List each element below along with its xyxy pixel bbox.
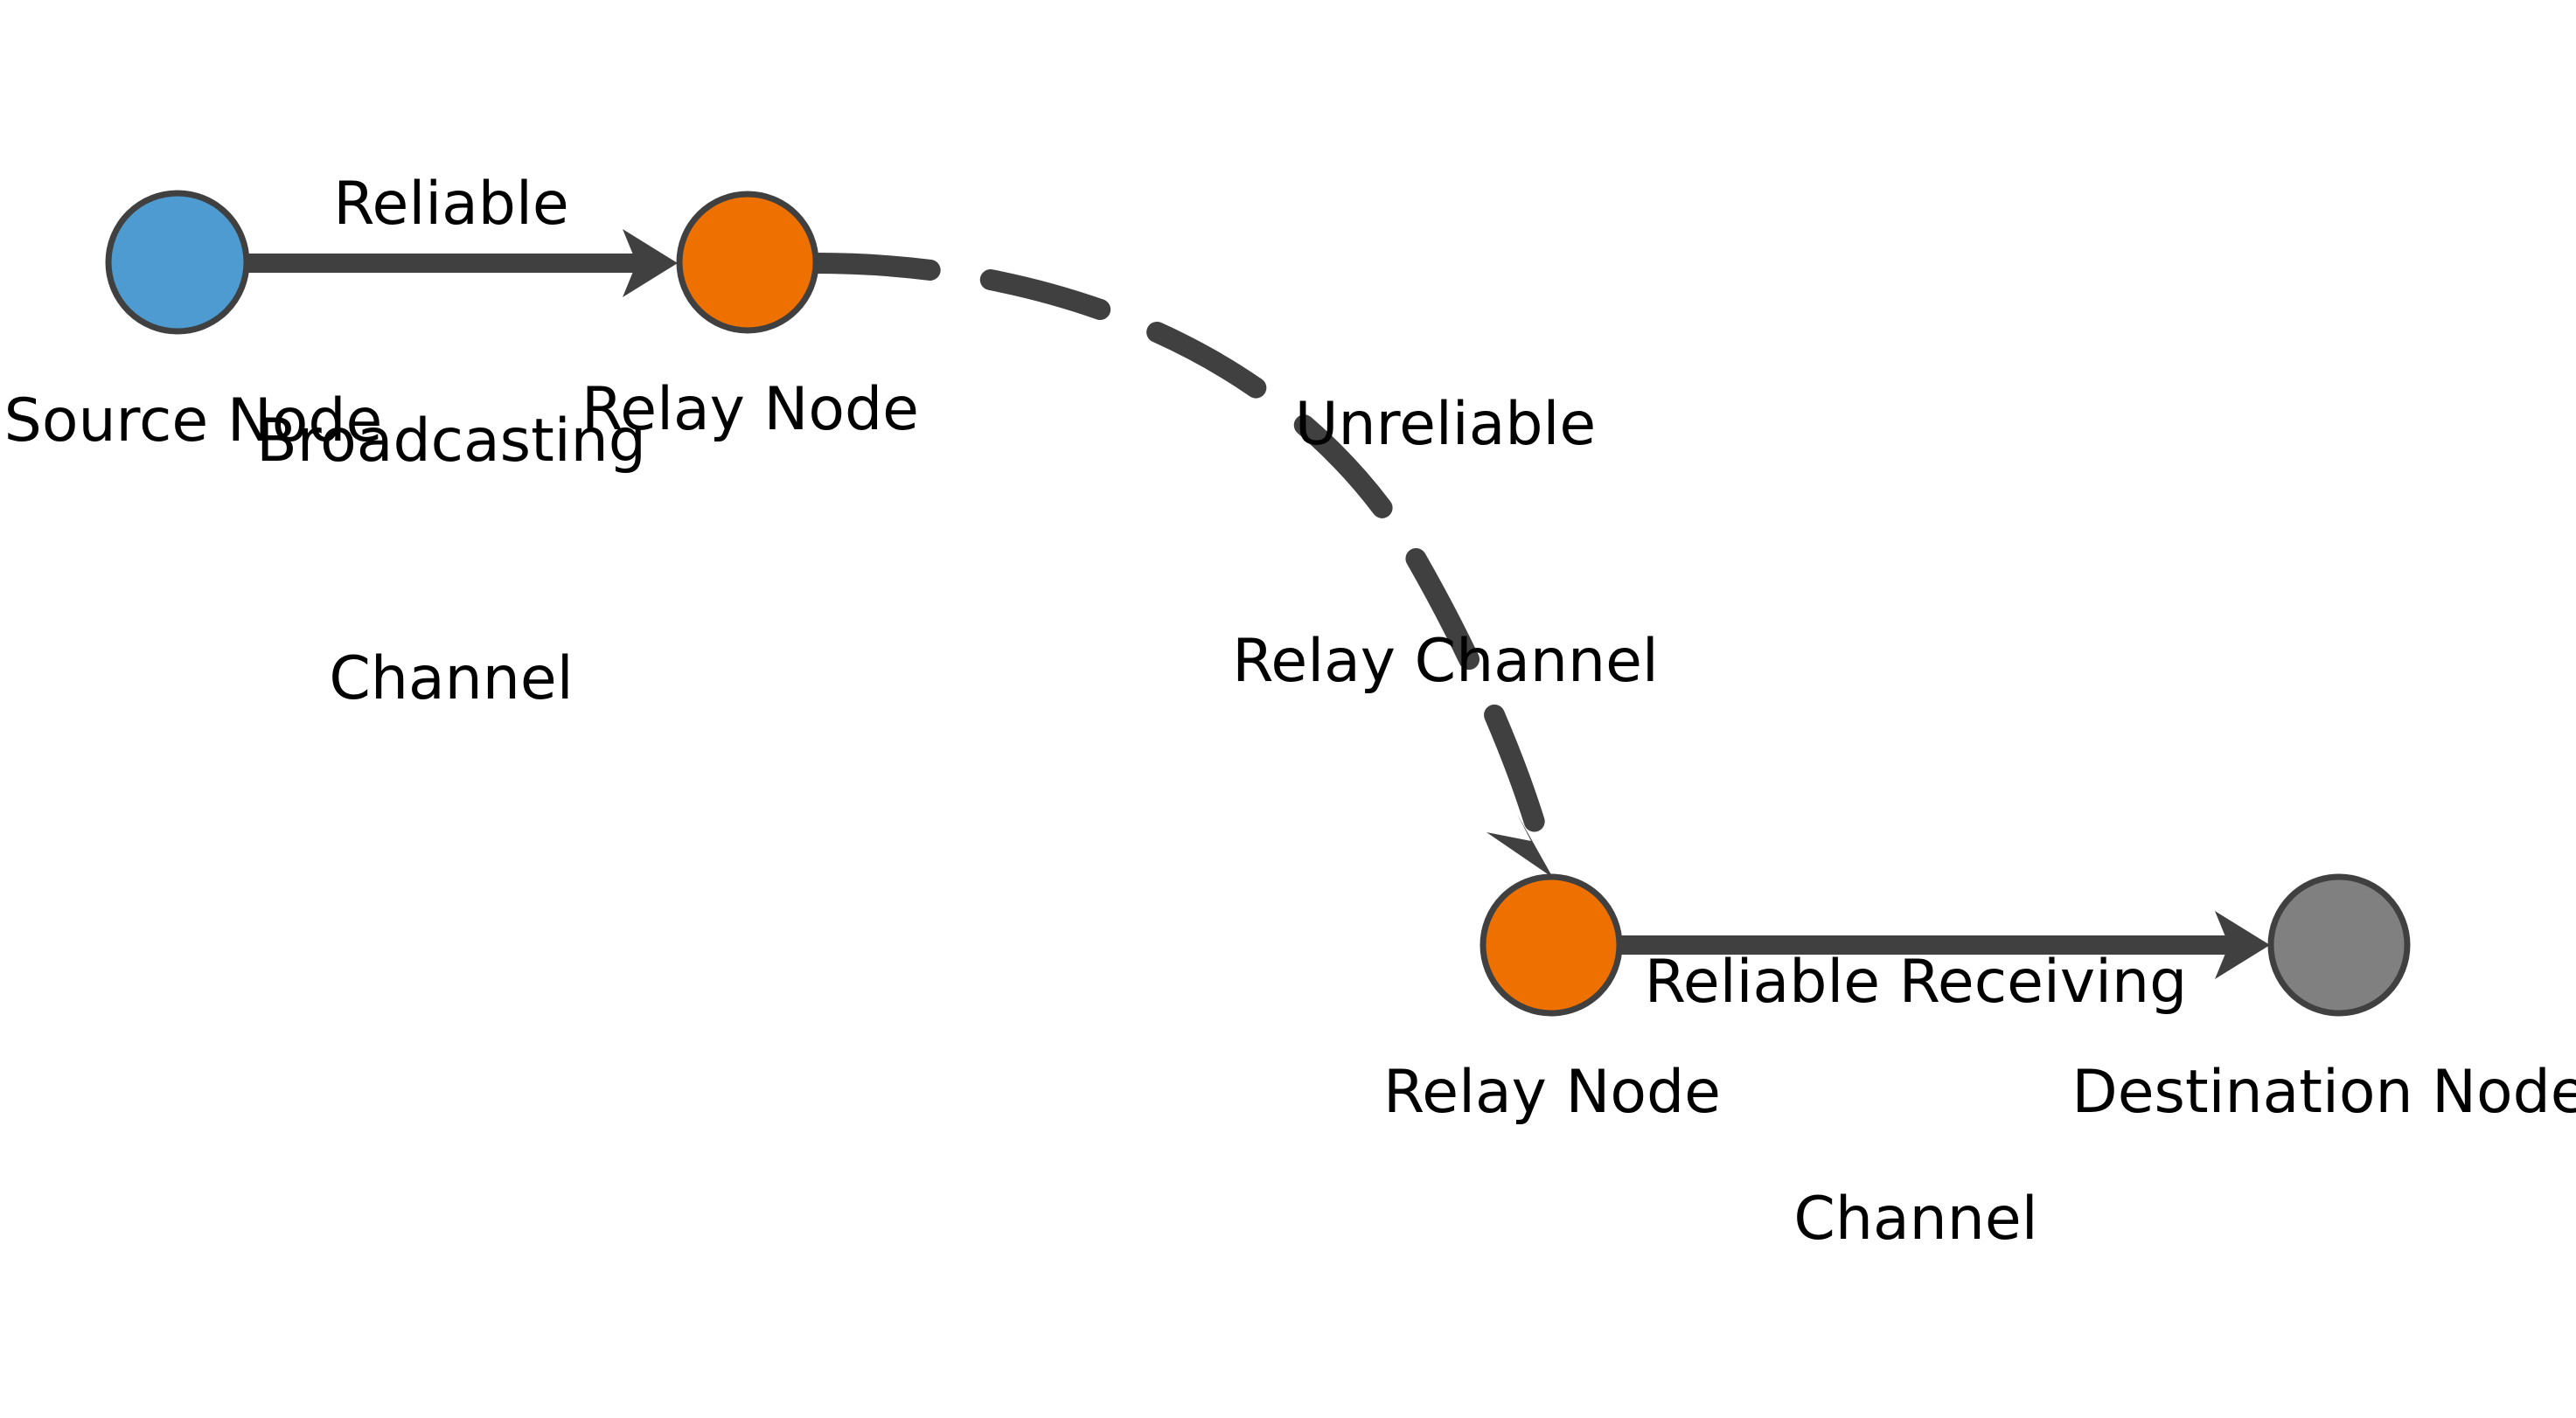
edge-curve-unreliable-relay [806,253,1554,863]
arrowhead-unreliable-relay [1486,814,1553,878]
diagram-canvas: Reliable Broadcasting Channel Unreliable… [3,7,2576,1255]
edge-label-line: Relay Channel [1232,627,1659,697]
arrowhead-reliable-broadcasting [623,229,678,297]
node-destination-node[interactable] [2267,873,2411,1017]
node-relay-node-bottom[interactable] [1479,873,1623,1017]
node-label-destination-node: Destination Node [2071,1058,2576,1127]
node-relay-node-top[interactable] [676,191,819,334]
node-label-relay-node-bottom: Relay Node [1383,1058,1721,1127]
edge-reliable-receiving-channel[interactable] [1608,911,2270,979]
node-source-node[interactable] [105,190,250,335]
edge-label-line: Channel [1793,1185,2038,1255]
edge-label-line: Reliable [333,169,569,239]
node-label-relay-node-top: Relay Node [581,375,919,444]
edge-label-line: Unreliable [1294,389,1597,459]
diagram-graphics [105,190,2411,1017]
edge-label-line: Broadcasting [256,407,646,476]
edge-label-unreliable-relay-channel: Unreliable Relay Channel [1232,227,1659,860]
arrowhead-reliable-receiving [2215,911,2270,979]
edge-label-reliable-broadcasting-channel: Reliable Broadcasting Channel [256,7,646,877]
node-label-source-node: Source Node [3,386,383,455]
edge-reliable-broadcasting-channel[interactable] [234,229,678,297]
edge-unreliable-relay-channel[interactable] [806,253,1554,878]
edge-label-line: Channel [329,643,574,713]
edge-label-line: Reliable Receiving [1644,947,2188,1017]
